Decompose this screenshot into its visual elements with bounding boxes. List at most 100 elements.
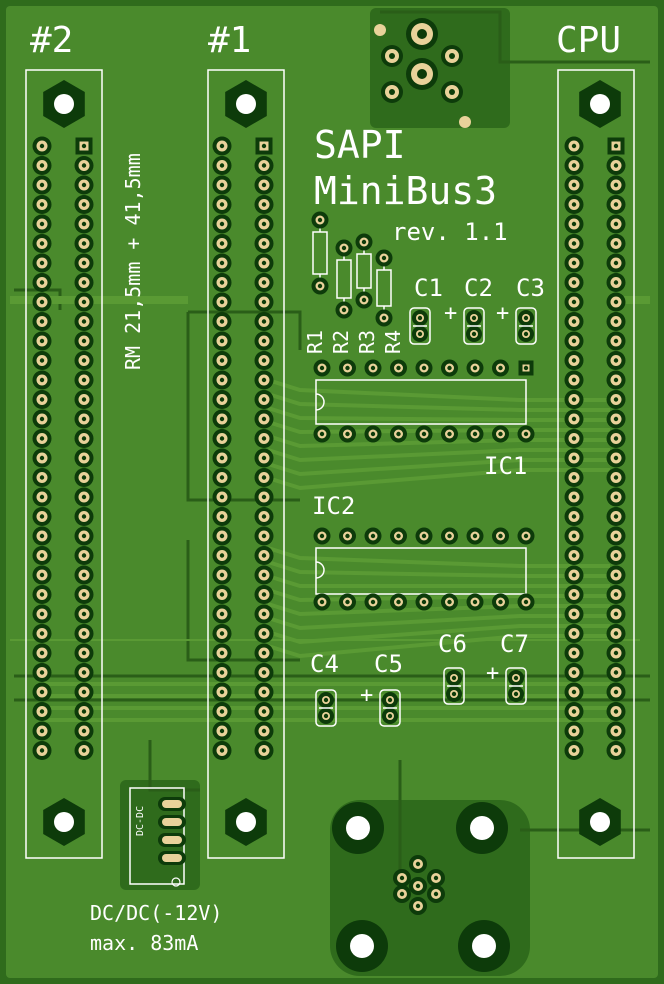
pin-pad-icon [606, 682, 626, 702]
connector-pins [32, 136, 626, 760]
pin-pad-icon [564, 390, 584, 409]
pin-pad-icon [446, 686, 462, 702]
pin-pad-icon [74, 526, 94, 546]
capacitor-c7: C7+ [486, 630, 529, 705]
pin-pad-icon [564, 546, 584, 565]
pin-pad-icon [606, 292, 626, 312]
pin-pad-icon [74, 448, 94, 468]
capacitor-c3: C3+ [496, 274, 545, 345]
pin-pad-icon [212, 721, 232, 741]
ic-footprints [315, 379, 527, 595]
pin-pad-icon [313, 425, 331, 443]
pin-pad-icon [254, 409, 274, 429]
pin-pad-icon [254, 214, 274, 234]
max-current-label: max. 83mA [90, 931, 198, 955]
pin-pad-icon [212, 546, 232, 565]
connector-1-outline [207, 69, 285, 859]
board-title-line1: SAPI [314, 123, 406, 167]
pin-pad-icon [375, 249, 393, 267]
pin-pad-icon [254, 429, 274, 448]
pin-pad-icon [32, 682, 52, 702]
pin-pad-icon [32, 487, 52, 507]
pin-pad-icon [254, 507, 274, 526]
pin-pad-icon [254, 370, 274, 390]
pin-pad-icon [254, 292, 274, 312]
pin-pad-icon [606, 409, 626, 429]
capacitor-label: C4 [310, 650, 339, 678]
pin-pad-icon [606, 214, 626, 234]
pin-pad-icon [32, 604, 52, 624]
pin-pad-icon [74, 565, 94, 585]
pin-pad-icon [212, 468, 232, 487]
pin-pad-icon [492, 359, 509, 377]
pin-pad-icon [390, 527, 407, 545]
pin-pad-icon [466, 593, 484, 611]
pin-pad-icon [427, 885, 445, 903]
pin-pad-icon [606, 195, 626, 214]
pin-pad-icon [254, 565, 274, 585]
pin-pad-icon [606, 331, 626, 351]
pin-pad-icon [32, 565, 52, 585]
pin-pad-icon [74, 292, 94, 312]
mounting-hole-icon [579, 798, 621, 846]
pin-pad-icon [415, 593, 433, 611]
pin-pad-icon [212, 565, 232, 585]
header-cpu-label: CPU [556, 20, 621, 61]
pin-pad-icon [606, 721, 626, 741]
pin-pad-icon [606, 468, 626, 487]
pin-pad-icon [254, 624, 274, 643]
pin-pad-icon [606, 565, 626, 585]
pin-pad-icon [32, 448, 52, 468]
pin-pad-icon [606, 370, 626, 390]
pin-pad-icon [382, 692, 398, 708]
pin-pad-icon [32, 624, 52, 643]
pin-pad-icon [311, 211, 329, 229]
pin-pad-icon [409, 897, 427, 915]
pin-pad-icon [364, 359, 382, 377]
pin-pad-icon [606, 156, 626, 175]
pin-pad-icon [564, 702, 584, 721]
pin-pad-icon [313, 527, 331, 545]
pin-pad-icon [74, 604, 94, 624]
pin-pad-icon [390, 593, 407, 611]
resistor-label: R3 [355, 330, 379, 354]
pin-pad-icon [74, 721, 94, 741]
capacitor-c5: C5+ [360, 650, 403, 727]
pin-pad-icon [466, 326, 482, 342]
pin-pad-icon [606, 702, 626, 721]
din-connector-icon [332, 802, 510, 972]
pin-pad-icon [32, 156, 52, 175]
pin-pad-icon [212, 429, 232, 448]
pin-pad-icon [74, 487, 94, 507]
ic1-label: IC1 [484, 452, 527, 480]
pin-pad-icon [212, 448, 232, 468]
pin-pad-icon [254, 156, 274, 175]
capacitor-c1: C1 [409, 274, 443, 345]
pin-pad-icon [355, 291, 373, 309]
pin-pad-icon [409, 877, 427, 895]
revision-label: rev. 1.1 [392, 218, 508, 246]
pin-pad-icon [254, 663, 274, 682]
pin-pad-icon [212, 351, 232, 370]
capacitor-c6: C6 [438, 630, 467, 705]
pin-pad-icon [32, 214, 52, 234]
pin-pad-icon [606, 526, 626, 546]
pin-pad-icon [74, 234, 94, 253]
pin-pad-icon [74, 253, 94, 273]
dcdc-small-label: DC-DC [135, 806, 146, 836]
pin-pad-icon [212, 643, 232, 663]
pin-pad-icon [32, 429, 52, 448]
pin-pad-icon [564, 741, 584, 760]
capacitor-label: C7 [500, 630, 529, 658]
mounting-hole-icon [579, 80, 621, 128]
pin-pad-icon [606, 546, 626, 565]
pin-pad-icon [212, 702, 232, 721]
pin-pad-icon [212, 312, 232, 331]
pin-pad-icon [517, 593, 535, 611]
pin-pad-icon [212, 175, 232, 195]
pin-pad-icon [606, 643, 626, 663]
pin-pad-icon [415, 425, 433, 443]
connector-2-outline [25, 69, 103, 859]
